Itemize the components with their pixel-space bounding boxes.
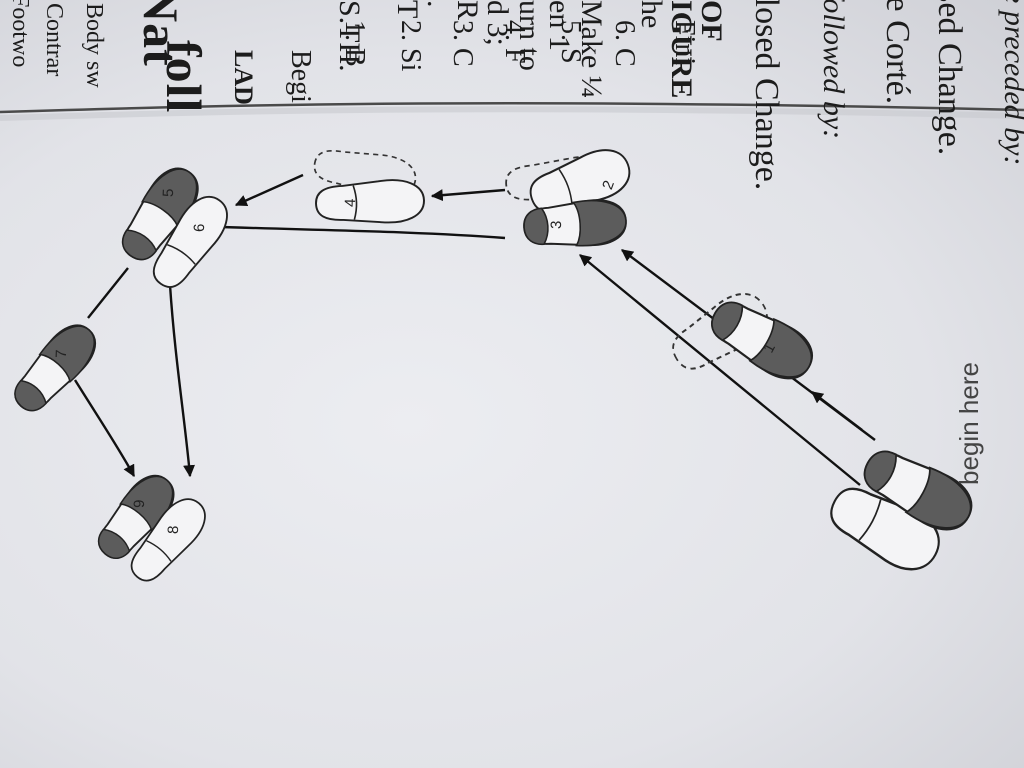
step-number-8: 8 <box>165 525 182 534</box>
footprint-step-7: 7 <box>4 315 106 421</box>
footprint-step-6: 6 <box>142 187 238 297</box>
footprint-step-9: 9 <box>88 465 184 569</box>
step-number-5: 5 <box>160 188 177 197</box>
footprint-step-5: 5 <box>111 158 209 270</box>
footprint-step-4: 4 <box>314 177 426 227</box>
step-number-3: 3 <box>548 220 565 229</box>
step-number-6: 6 <box>191 223 208 232</box>
footprint-step-3: 3 <box>521 197 629 251</box>
footprint-step-1: 1 <box>701 290 823 390</box>
step-number-4: 4 <box>342 198 359 207</box>
footprint-step-2: 2 <box>522 141 638 223</box>
step-number-9: 9 <box>131 499 148 508</box>
step-number-7: 7 <box>53 349 70 358</box>
begin-here-label: begin here <box>953 362 984 485</box>
footprint-step-8: 8 <box>121 489 215 591</box>
connector-lines <box>73 173 876 486</box>
